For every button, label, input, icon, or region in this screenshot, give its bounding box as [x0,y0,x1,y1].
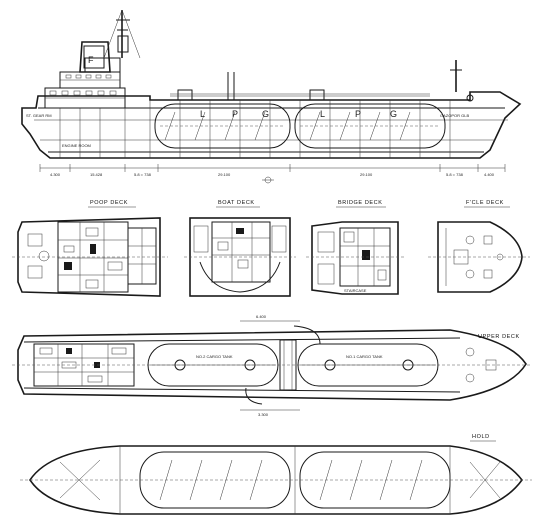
dim-label: 5.8 = 738 [446,172,464,177]
bridge-deck-title: BRIDGE DECK [338,200,383,206]
hull-letter: L [200,109,207,119]
upper-deck-title: UPPER DECK [478,334,520,340]
hold-plan: HOLD [20,434,532,515]
boat-deck-title: BOAT DECK [218,200,255,206]
poop-deck-title: POOP DECK [90,200,128,206]
profile-hull [21,91,522,159]
dim-label: 5.8 = 738 [134,172,152,177]
hull-letter: G [262,109,271,119]
hull-letter: P [232,109,240,119]
fcle-deck-title: F'CLE DECK [466,200,504,206]
upper-tank-label: NO.2 CARGO TANK [196,354,233,359]
profile-view: F L P G L P G GAZOPOR GLB ENGINE ROOM ST… [21,9,522,184]
funnel [79,41,111,73]
steering-gear-label: ST. GEAR RM [26,113,52,118]
ship-name: GAZOPOR GLB [440,113,469,118]
poop-deck-plan [12,217,168,297]
profile-tank-aft [154,103,291,149]
dim-label: 29.100 [360,172,373,177]
hull-letter: P [355,109,363,119]
upper-deck-outline [17,329,527,401]
profile-tank-fwd [294,103,446,149]
hull-letter: G [390,109,399,119]
upper-deck-plan: 6.400 NO.2 CARGO TANK NO.1 CARGO TANK [12,314,532,417]
upper-tank-label: NO.1 CARGO TANK [346,354,383,359]
dim-label: 4.400 [484,172,495,177]
cargo-dome-aft [177,89,193,101]
bridge-deck-plan: STAIRCASE [306,221,404,295]
boat-deck-plan [184,217,296,297]
funnel-mark: F [88,55,96,65]
bridge-room-label: STAIRCASE [344,288,367,293]
engine-room-label: ENGINE ROOM [62,143,91,148]
dim-label: 29.100 [218,172,231,177]
cargo-dome-fwd [309,89,325,101]
upper-dim-label: 3.300 [258,412,269,417]
fcle-deck-plan [428,221,530,293]
hull-letter: L [320,109,327,119]
dim-label: 15.428 [90,172,103,177]
upper-dim-label: 6.400 [256,314,267,319]
hold-title: HOLD [472,434,490,440]
dim-label: 4.300 [50,172,61,177]
